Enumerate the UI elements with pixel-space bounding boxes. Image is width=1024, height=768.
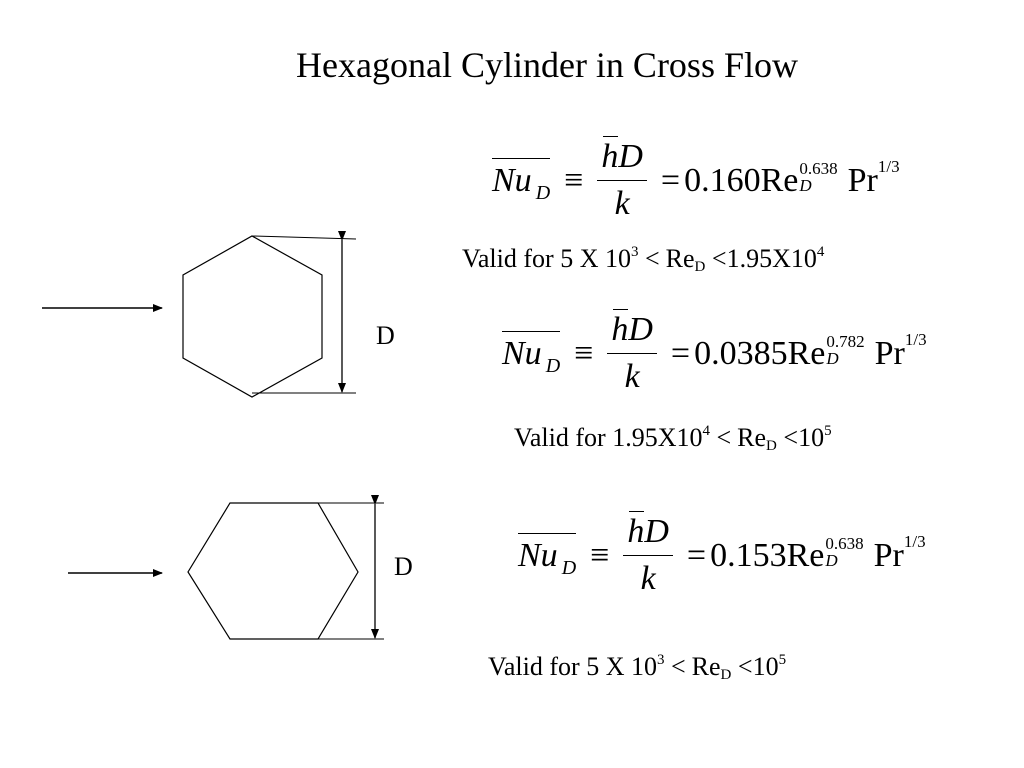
validity-range-3: Valid for 5 X 103 <ReD <105 xyxy=(488,652,787,683)
dimension-extension-top-upper xyxy=(251,235,357,240)
dimension-label-bottom: D xyxy=(394,552,413,581)
hexagon-vertex-facing xyxy=(182,235,323,398)
coefficient: 0.153 xyxy=(710,536,787,574)
heat-transfer-fraction: hD k xyxy=(623,511,673,596)
validity-range-2: Valid for 1.95X104 <ReD <105 xyxy=(514,423,832,454)
heat-transfer-fraction: hD k xyxy=(607,309,657,394)
coefficient: 0.0385 xyxy=(694,334,788,372)
heat-transfer-fraction: hD k xyxy=(597,136,647,221)
coefficient: 0.160 xyxy=(684,161,761,199)
hexagon-flat-facing xyxy=(187,502,359,640)
page-title: Hexagonal Cylinder in Cross Flow xyxy=(296,45,798,85)
validity-range-1: Valid for 5 X 103 <ReD <1.95X104 xyxy=(462,244,825,275)
dimension-label-top: D xyxy=(376,321,395,350)
